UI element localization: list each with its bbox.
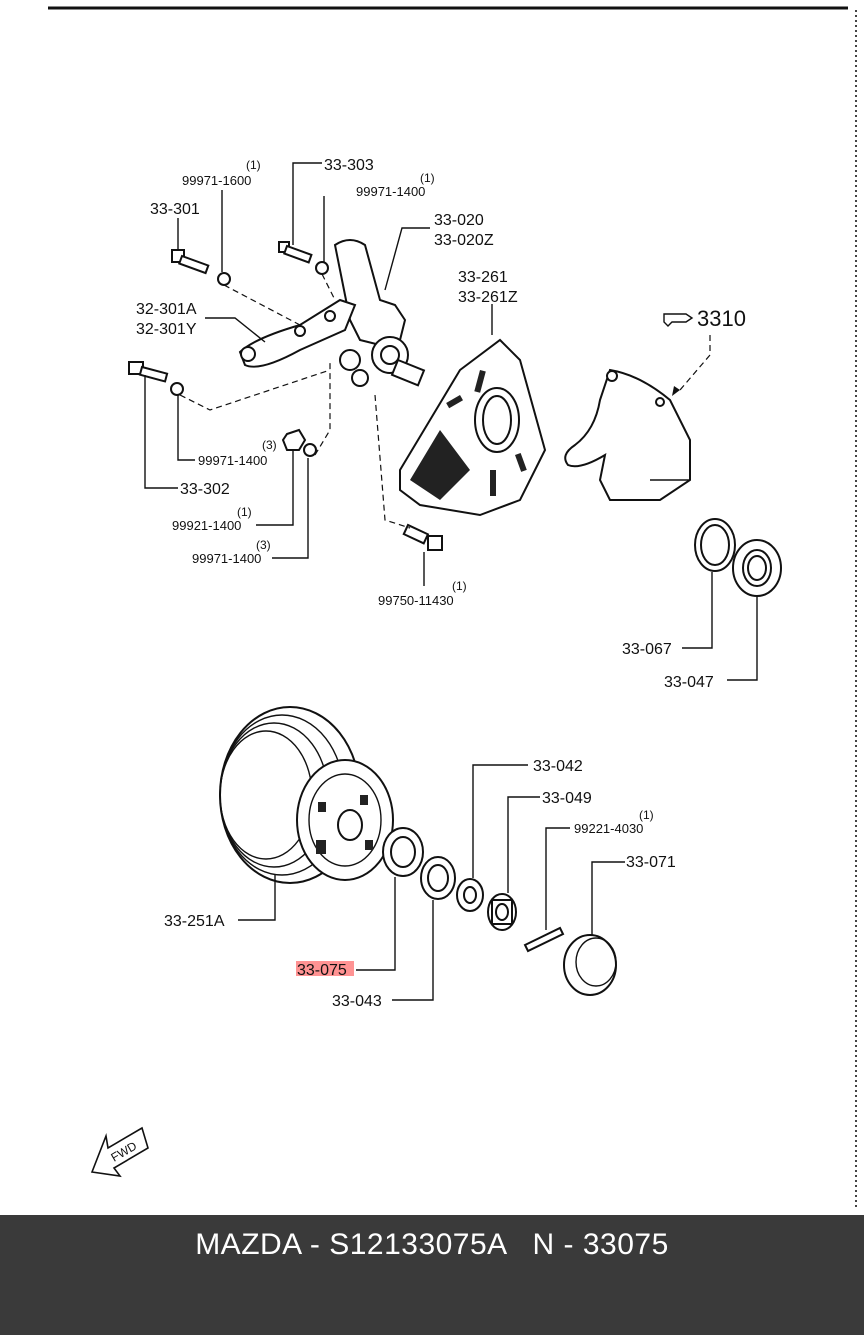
footer-bar: MAZDA - S12133075A N - 33075 <box>0 1215 864 1335</box>
label-99971-1400-a: 99971-1400 <box>356 184 425 199</box>
label-33-067: 33-067 <box>622 641 672 658</box>
washer-99971-1600 <box>217 272 231 286</box>
qty-99971-1400-b: (3) <box>262 438 277 452</box>
bolt-33-303 <box>278 241 313 264</box>
leader <box>682 572 713 649</box>
leader <box>177 395 195 461</box>
leader <box>591 861 625 935</box>
label-33-071: 33-071 <box>626 854 676 871</box>
label-33-042: 33-042 <box>533 758 583 775</box>
bearing-33-047 <box>732 539 782 597</box>
label-33-301: 33-301 <box>150 201 200 218</box>
washer-99971-1400 <box>315 261 329 275</box>
label-99750-11430: 99750-11430 <box>378 593 454 608</box>
washer-99971-1400-c <box>303 443 317 457</box>
oil-seal-33-067 <box>694 518 736 572</box>
label-33-251a: 33-251A <box>164 913 225 930</box>
parts-diagram: 33-303 (1) 99971-1600 (1) 99971-1400 33-… <box>48 6 857 1210</box>
leader <box>545 827 570 930</box>
label-33-047: 33-047 <box>664 674 714 691</box>
nut-33-049 <box>487 893 517 931</box>
qty-99750-11430: (1) <box>452 579 467 593</box>
knuckle-arm <box>238 298 357 368</box>
leader <box>144 375 178 489</box>
leader <box>727 597 758 681</box>
label-33-261: 33-261 <box>458 269 508 286</box>
steering-knuckle <box>333 239 426 387</box>
leader <box>292 162 322 245</box>
brake-rotor-hub <box>219 706 394 884</box>
label-99971-1400-b: 99971-1400 <box>198 453 267 468</box>
nut-99921-1400 <box>281 428 307 451</box>
leader <box>356 877 396 971</box>
label-33-075: 33-075 <box>297 962 347 979</box>
dash-line <box>321 273 336 301</box>
dash-line <box>374 394 411 529</box>
label-32-301y: 32-301Y <box>136 321 197 338</box>
washer-99971-1400-b <box>170 382 184 396</box>
qty-99971-1600: (1) <box>246 158 261 172</box>
label-33-020z: 33-020Z <box>434 232 494 249</box>
label-33-261z: 33-261Z <box>458 289 518 306</box>
dust-shield <box>399 338 547 517</box>
dash-line <box>179 369 331 411</box>
bolt-33-301 <box>171 249 210 275</box>
fwd-arrow-icon: FWD <box>90 1126 149 1178</box>
part-number-caption: MAZDA - S12133075A N - 33075 <box>195 1228 669 1261</box>
bolt-99750-11430 <box>402 523 443 551</box>
dash-line <box>314 360 331 456</box>
cotter-pin <box>523 926 565 953</box>
leader <box>472 764 528 878</box>
grease-cap-33-071 <box>563 934 617 996</box>
leader <box>272 458 309 559</box>
pointing-hand-icon <box>663 313 694 327</box>
leader <box>384 227 430 291</box>
leader <box>507 796 540 893</box>
leader <box>205 317 266 343</box>
label-99971-1600: 99971-1600 <box>182 173 251 188</box>
leader <box>256 450 294 526</box>
label-99971-1400-c: 99971-1400 <box>192 551 261 566</box>
label-33-043: 33-043 <box>332 993 382 1010</box>
label-32-301a: 32-301A <box>136 301 197 318</box>
qty-99221-4030: (1) <box>639 808 654 822</box>
label-33-049: 33-049 <box>542 790 592 807</box>
label-33-303: 33-303 <box>324 157 374 174</box>
dash-line <box>679 335 711 391</box>
label-33-020: 33-020 <box>434 212 484 229</box>
label-3310: 3310 <box>697 306 746 331</box>
highlight-33-075 <box>296 961 354 976</box>
label-99921-1400: 99921-1400 <box>172 518 241 533</box>
label-33-302: 33-302 <box>180 481 230 498</box>
bolt-33-302 <box>128 361 169 383</box>
arrow-head <box>672 386 680 396</box>
washer-33-042 <box>456 878 484 912</box>
leader <box>238 875 276 921</box>
bearing-33-075 <box>382 827 424 877</box>
leader <box>392 900 434 1001</box>
caliper <box>564 368 691 501</box>
qty-99921-1400: (1) <box>237 505 252 519</box>
dash-line <box>223 284 301 326</box>
label-99221-4030: 99221-4030 <box>574 821 643 836</box>
seal-33-043 <box>420 856 456 900</box>
qty-99971-1400-c: (3) <box>256 538 271 552</box>
qty-99971-1400-a: (1) <box>420 171 435 185</box>
